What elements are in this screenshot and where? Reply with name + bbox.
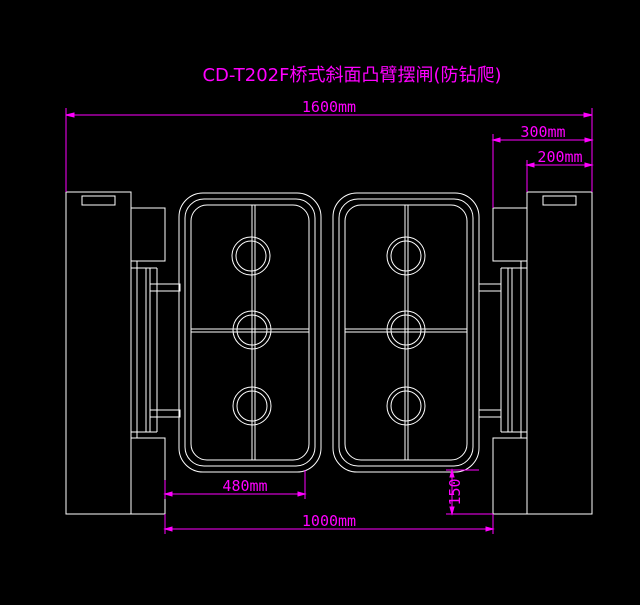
right-cabinet <box>478 191 593 515</box>
dim-side-200: 200mm <box>537 148 582 166</box>
dim-arm-480: 480mm <box>222 477 267 495</box>
left-arm-outer <box>178 192 322 473</box>
left-upper-block <box>130 207 166 262</box>
left-arm-roller-bottom <box>232 386 272 426</box>
left-lower-block <box>130 437 166 515</box>
right-arm-outer <box>332 192 480 473</box>
left-cabinet-body <box>65 191 132 515</box>
left-cabinet <box>65 191 181 515</box>
right-arm-roller-middle <box>386 310 426 350</box>
dim-gap-150: 150 <box>446 478 464 505</box>
right-upper-block <box>492 207 528 262</box>
left-arm-roller-top <box>231 236 271 276</box>
left-swing-arm <box>178 192 322 473</box>
dimension-lines <box>65 108 594 534</box>
left-arm-roller-middle <box>232 310 272 350</box>
right-cabinet-indicator <box>542 195 577 206</box>
dim-passage-1000: 1000mm <box>302 512 356 530</box>
right-swing-arm <box>332 192 480 473</box>
right-arm-roller-top <box>386 236 426 276</box>
right-arm-roller-bottom <box>386 386 426 426</box>
drawing-title: CD-T202F桥式斜面凸臂摆闸(防钻爬) <box>202 65 501 86</box>
dim-overall-width: 1600mm <box>302 98 356 116</box>
left-cabinet-indicator <box>81 195 116 206</box>
right-cabinet-body <box>526 191 593 515</box>
right-lower-block <box>492 437 528 515</box>
dim-side-300: 300mm <box>520 123 565 141</box>
